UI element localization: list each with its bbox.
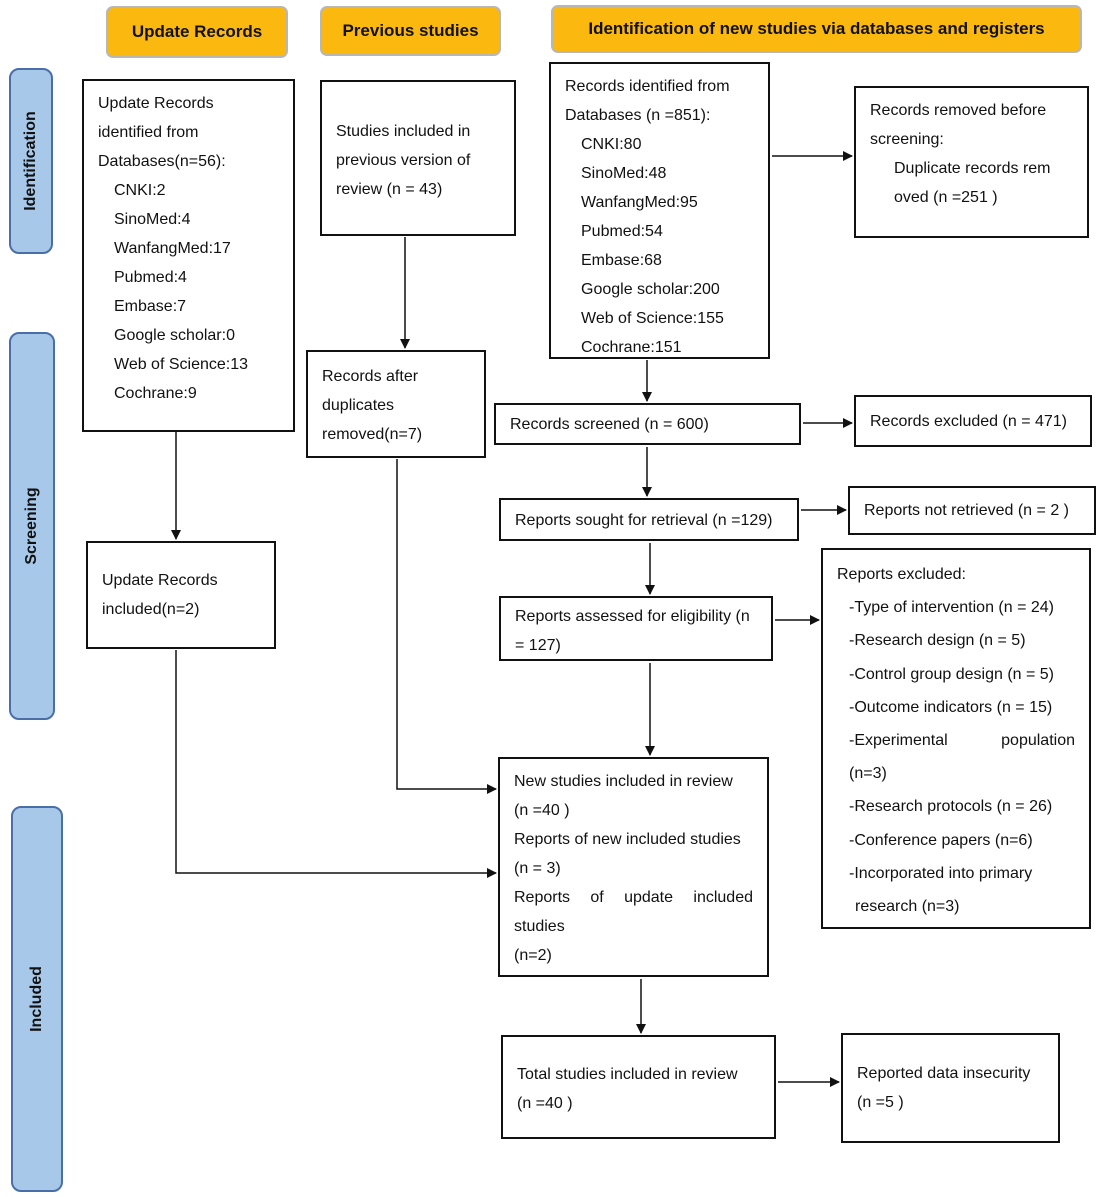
box-line: Reported data insecurity	[857, 1065, 1031, 1082]
after-duplicates-box: Records after duplicates removed(n=7)	[306, 350, 486, 458]
source-item: Embase:7	[114, 298, 187, 315]
box-line: Reports excluded:	[837, 566, 966, 583]
header-update-records: Update Records	[106, 6, 288, 58]
box-line: (n=2)	[514, 947, 552, 964]
source-item: Web of Science:13	[114, 356, 249, 373]
phase-screening: Screening	[9, 332, 55, 720]
records-screened-box: Records screened (n = 600)	[494, 403, 801, 445]
source-item: WanfangMed:17	[114, 240, 231, 257]
update-records-identified-box: Update Records identified from Databases…	[82, 79, 295, 432]
box-line: Update Records	[98, 95, 214, 112]
box-line: Reports sought for retrieval (n =129)	[515, 512, 773, 529]
box-line: oved (n =251 )	[894, 189, 998, 206]
box-line: (n = 3)	[514, 860, 561, 877]
source-item: CNKI:2	[114, 182, 166, 199]
box-line: Records excluded (n = 471)	[870, 413, 1067, 430]
box-line: Reports of update included	[514, 889, 753, 906]
box-line: Update Records	[102, 572, 218, 589]
box-line: (n =40 )	[514, 802, 570, 819]
exclusion-item: -Research protocols (n = 26)	[849, 798, 1053, 816]
exclusion-item: -Conference papers (n=6)	[849, 831, 1033, 849]
box-line: review (n = 43)	[336, 181, 443, 198]
source-item: Pubmed:4	[114, 269, 187, 286]
source-item: CNKI:80	[581, 136, 642, 153]
exclusion-item: -Experimental population	[849, 732, 1075, 750]
box-line: Total studies included in review	[517, 1066, 738, 1083]
source-item: Cochrane:151	[581, 339, 682, 356]
source-item: Web of Science:155	[581, 310, 724, 327]
previous-studies-box: Studies included in previous version of …	[320, 80, 516, 236]
records-excluded-box: Records excluded (n = 471)	[854, 395, 1092, 447]
box-line: Databases(n=56):	[98, 153, 226, 170]
source-item: Embase:68	[581, 252, 662, 269]
reports-not-retrieved-box: Reports not retrieved (n = 2 )	[848, 486, 1096, 535]
box-line: = 127)	[515, 637, 561, 654]
phase-included: Included	[11, 806, 63, 1192]
arrow-after-dup-to-new-studies	[396, 459, 497, 794]
header-update-records-label: Update Records	[131, 22, 263, 41]
box-line: Records removed before	[870, 102, 1047, 119]
exclusion-item: (n=3)	[849, 765, 887, 783]
box-line: Duplicate records rem	[894, 160, 1051, 177]
source-item: WanfangMed:95	[581, 194, 698, 211]
source-item: Google scholar:0	[114, 327, 235, 344]
box-line: studies	[514, 918, 565, 935]
header-identification-new-label: Identification of new studies via databa…	[588, 19, 1045, 38]
box-line: Records identified from	[565, 78, 730, 95]
box-line: Reports not retrieved (n = 2 )	[864, 502, 1069, 519]
box-line: (n =5 )	[857, 1094, 904, 1111]
phase-identification: Identification	[9, 68, 53, 254]
box-line: Records screened (n = 600)	[510, 416, 709, 433]
box-line: identified from	[98, 124, 199, 141]
update-records-included-box: Update Records included(n=2)	[86, 541, 276, 649]
box-line: screening:	[870, 131, 944, 148]
reports-excluded-box: Reports excluded: -Type of intervention …	[821, 548, 1091, 929]
source-item: SinoMed:48	[581, 165, 667, 182]
box-line: Databases (n =851):	[565, 107, 711, 124]
box-line: (n =40 )	[517, 1095, 573, 1112]
reports-assessed-box: Reports assessed for eligibility (n = 12…	[499, 596, 773, 661]
header-identification-new: Identification of new studies via databa…	[551, 5, 1082, 53]
box-line: included(n=2)	[102, 601, 200, 618]
source-item: SinoMed:4	[114, 211, 191, 228]
arrow-update-included-to-new-studies	[175, 650, 497, 878]
exclusion-item: -Incorporated into primary	[849, 864, 1033, 882]
box-line: duplicates	[322, 397, 395, 414]
box-line: previous version of	[336, 152, 471, 169]
exclusion-item: -Outcome indicators (n = 15)	[849, 698, 1053, 716]
source-item: Cochrane:9	[114, 385, 197, 402]
data-insecurity-box: Reported data insecurity (n =5 )	[841, 1033, 1060, 1143]
source-item: Pubmed:54	[581, 223, 663, 240]
exclusion-item: research (n=3)	[855, 898, 960, 916]
box-line: removed(n=7)	[322, 426, 423, 443]
new-studies-included-box: New studies included in review (n =40 ) …	[498, 757, 769, 977]
source-item: Google scholar:200	[581, 281, 720, 298]
total-studies-box: Total studies included in review (n =40 …	[501, 1035, 776, 1139]
box-line: New studies included in review	[514, 773, 733, 790]
header-previous-studies: Previous studies	[320, 6, 501, 56]
box-line: Reports assessed for eligibility (n	[515, 608, 750, 625]
records-identified-box: Records identified from Databases (n =85…	[549, 62, 770, 359]
header-previous-studies-label: Previous studies	[342, 21, 479, 40]
box-line: Studies included in	[336, 123, 471, 140]
box-line: Reports of new included studies	[514, 831, 741, 848]
box-line: Records after	[322, 368, 419, 385]
records-removed-box: Records removed before screening: Duplic…	[854, 86, 1089, 238]
exclusion-item: -Control group design (n = 5)	[849, 665, 1054, 683]
reports-sought-box: Reports sought for retrieval (n =129)	[499, 498, 799, 541]
exclusion-item: -Type of intervention (n = 24)	[849, 599, 1054, 617]
exclusion-item: -Research design (n = 5)	[849, 632, 1026, 650]
